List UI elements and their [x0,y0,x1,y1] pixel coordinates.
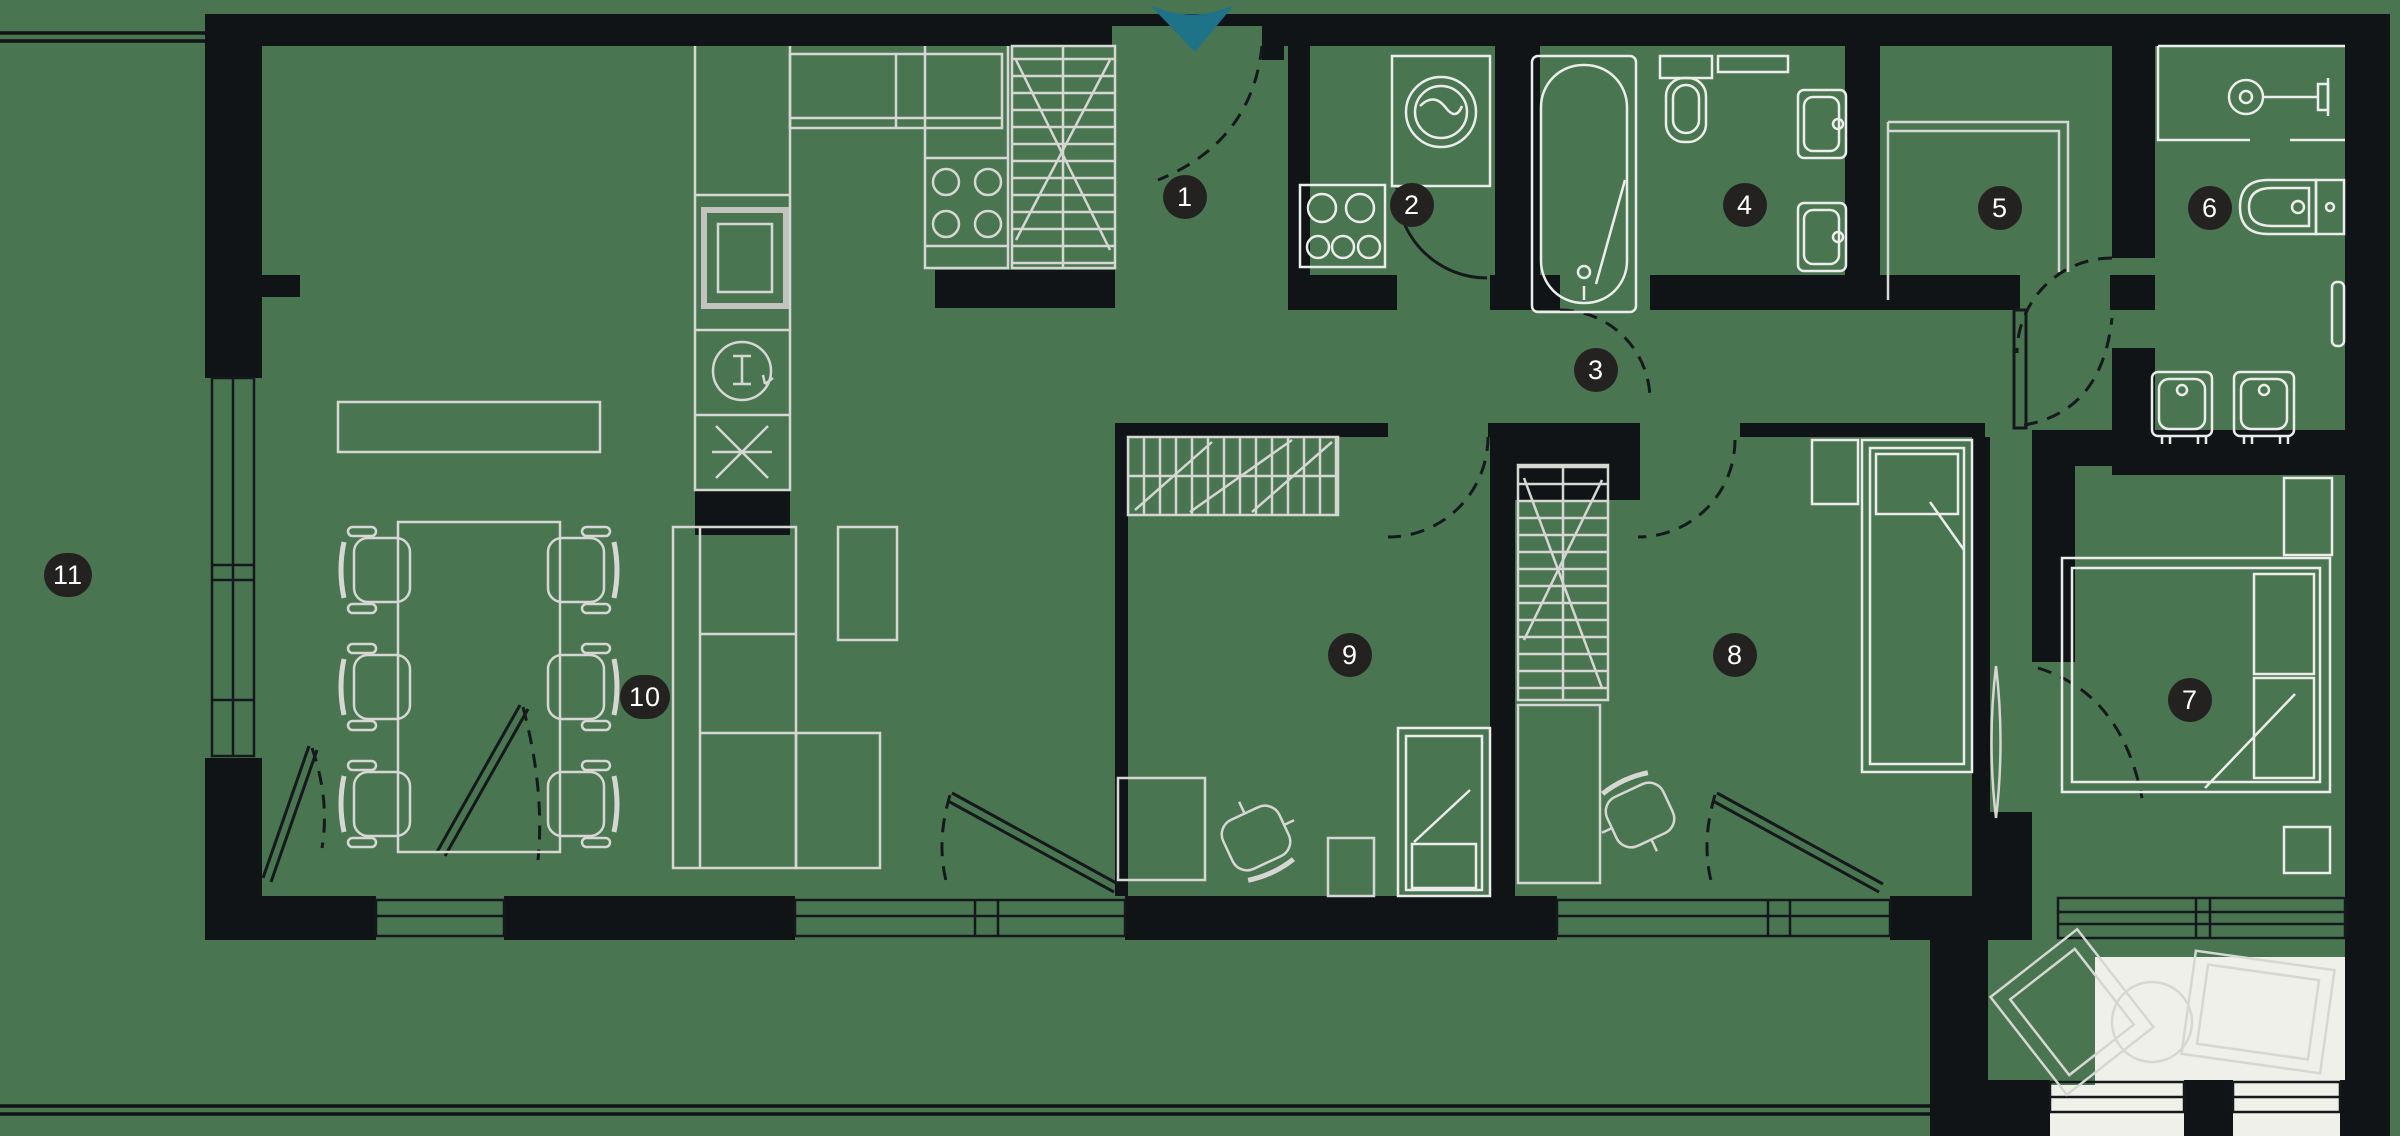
dining-table-icon [396,520,562,854]
washing-machine-icon [1390,54,1492,188]
wall-shelf-icon [1716,54,1790,74]
sofa-icon [671,525,899,870]
master-door-leaf [1990,665,2002,819]
closet-shelf [1888,120,2070,272]
double-bed-icon [2060,556,2332,794]
nightstand-icon [1810,438,1860,506]
nightstand-icon [2282,825,2332,875]
window-master-balcony [2056,896,2347,940]
freezer-star-icon [712,425,772,479]
room-badge-11: 11 [43,553,93,597]
bathroom-main [1530,54,1848,314]
window-living-1 [374,704,542,938]
stove-burners-icon [931,167,1003,239]
bathroom-door-swing-icon [1559,308,1652,401]
closet-shelf-inner [1888,129,2061,272]
kitchen-counter [693,46,792,492]
shower-head-icon [2227,78,2330,116]
room-badge-3: 3 [1574,348,1618,392]
room-badge-5: 5 [1978,186,2022,230]
single-bed-icon [1396,726,1492,898]
sideboard-icon [336,400,602,454]
lounge-chair-icon [2180,949,2336,1075]
child2-door-swing-icon [1637,439,1737,539]
desk-icon [1516,703,1602,885]
lounge-chair-icon [1988,927,2156,1097]
toilet-icon [2238,178,2346,236]
master-door-swing-icon [2037,666,2144,799]
room-badge-2: 2 [1390,183,1434,227]
bedroom-child-1 [1116,435,1492,898]
room-badge-7: 7 [2168,678,2212,722]
closet-door-swing-icon [2023,317,2114,427]
window-living-2 [793,791,1127,938]
room-badge-1: 1 [1163,175,1207,219]
desk-icon [1116,776,1207,882]
windows [210,376,2347,1114]
room-badge-8: 8 [1713,633,1757,677]
washbasin-icon [2150,370,2214,444]
walls [205,14,2390,1136]
bedroom-master [2060,476,2334,875]
upper-cabinets [788,52,1004,130]
wardrobe-hatch-icon [1516,463,1610,702]
bedroom-child-2 [1516,438,1974,885]
living-room [336,400,899,870]
bathtub-icon [1530,54,1638,314]
balcony [1988,927,2336,1097]
washbasin-icon [2232,370,2296,444]
entrance-arrow-icon [1150,5,1234,52]
closet-door-leaf [2012,308,2028,430]
balcony-windows [2048,1080,2342,1114]
door-swings [1157,45,2144,819]
room-badge-9: 9 [1328,633,1372,677]
stove-counter [923,46,1010,270]
towel-radiator-icon [2330,280,2346,348]
balcony-door-window [210,376,326,883]
room-badge-10: 10 [619,675,671,719]
kitchen-sink-icon [701,207,789,309]
balcony-table-icon [2110,980,2194,1064]
wardrobe-hatch-icon [1126,435,1340,517]
child1-door-swing-icon [1387,436,1490,539]
window-bedroom-child-2 [1555,791,1892,938]
shower-enclosure [2156,44,2345,142]
washbasin-icon [1796,88,1848,160]
single-bed-icon [1860,438,1974,774]
toilet-icon [1658,54,1714,144]
room-badge-4: 4 [1723,183,1767,227]
walk-in-closet [1886,120,2070,300]
laundry-unit-icon [1298,183,1387,269]
bathroom-second [2150,44,2346,444]
washbasin-icon [1796,201,1848,273]
nightstand-icon [2282,476,2334,557]
bathroom2-door-swing-icon [2015,256,2113,354]
entrance-door-swing-icon [1157,45,1264,182]
terrace-boundary [0,31,1930,1116]
laundry-room [1298,54,1492,269]
balcony-floor [2050,957,2345,1136]
nightstand-icon [1326,836,1376,898]
room-badge-6: 6 [2188,186,2232,230]
dishwasher-icon [711,340,774,402]
entrance-wardrobe-hatch-icon [1010,44,1117,270]
kitchen [693,44,1117,492]
